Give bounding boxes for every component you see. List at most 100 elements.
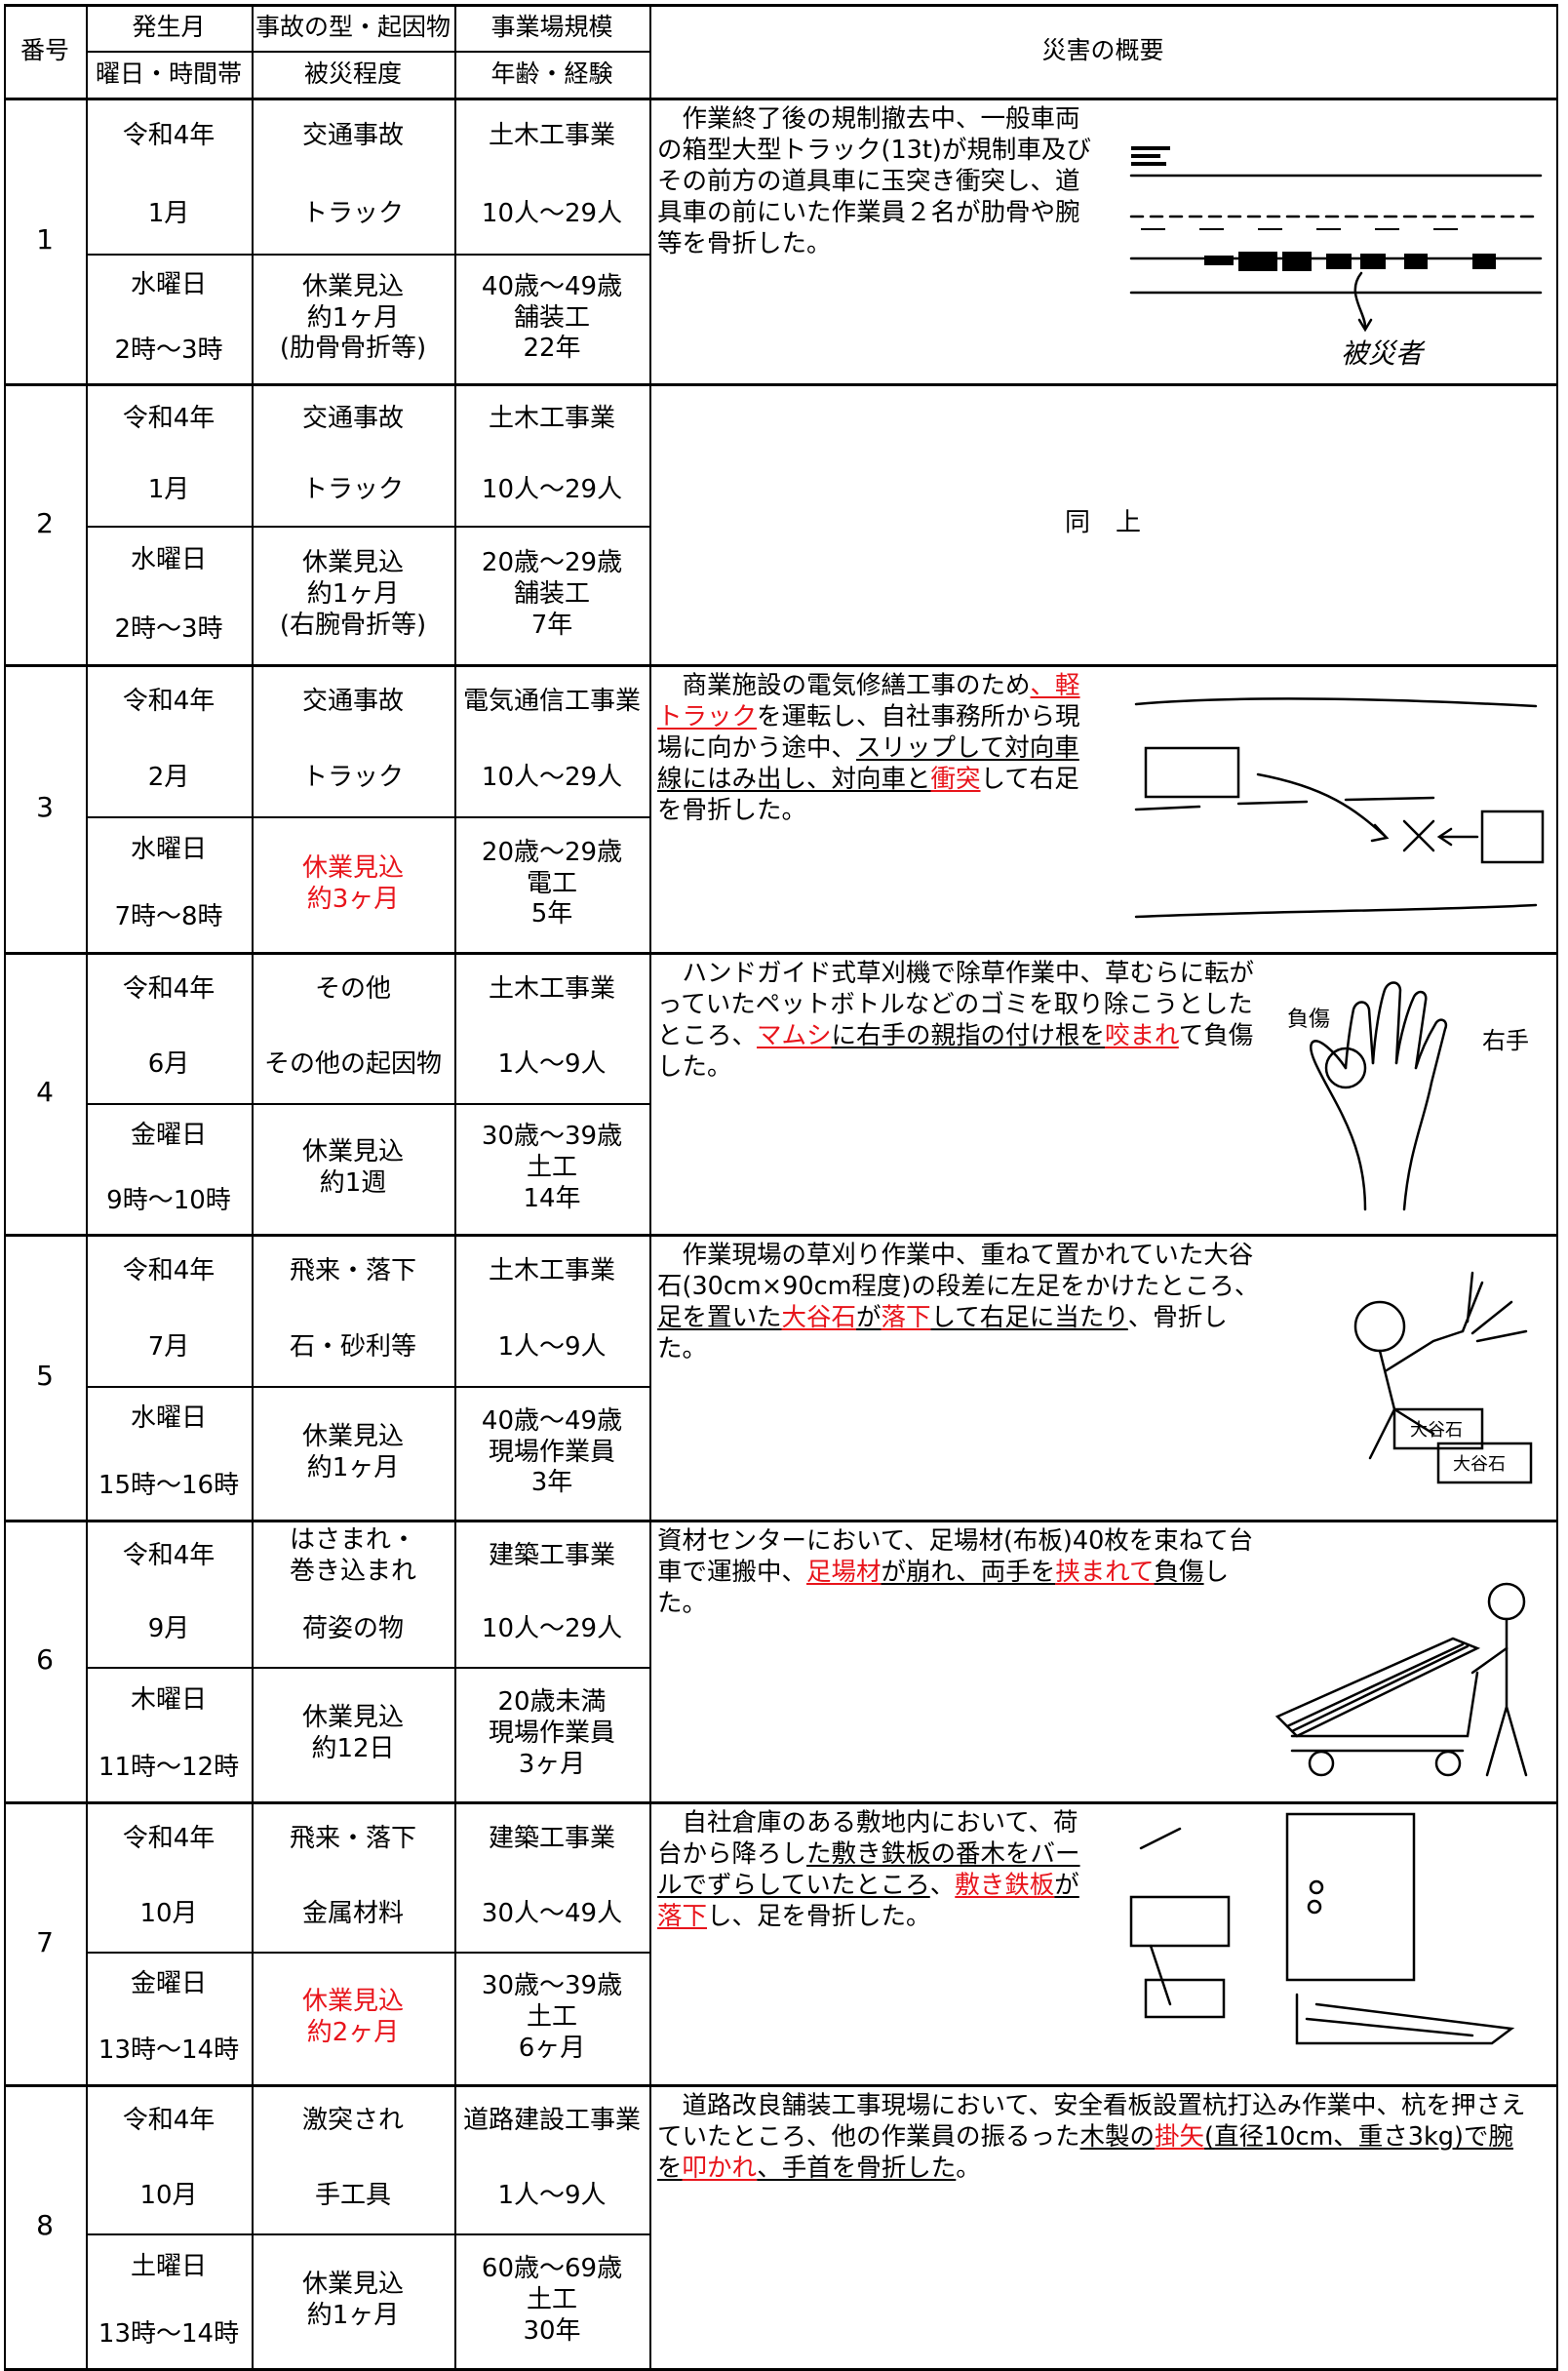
workplace-size: 10人～29人	[481, 199, 623, 229]
summary-segment: 道路改良舗装工事現場において、安全看板設置杭打込み作業中、杭を押さえていたところ…	[657, 2091, 1526, 2152]
header-scale: 事業場規模	[490, 12, 613, 41]
summary-segment: 挟まれて	[1055, 1558, 1155, 1587]
summary-segment: に右手の親指の付け根を	[831, 1021, 1106, 1050]
row-separator	[4, 952, 1556, 955]
summary-text: 作業終了後の規制撤去中、一般車両の箱型大型トラック(13t)が規制車及びその前方…	[657, 103, 1101, 259]
worker-age-experience: 60歳～69歳 土工 30年	[481, 2254, 623, 2346]
column-divider	[4, 4, 6, 2371]
occurrence-year: 令和4年	[122, 1823, 216, 1853]
summary-segment: 商業施設の電気修繕工事のため	[657, 671, 1031, 700]
occurrence-year: 令和4年	[122, 1256, 216, 1286]
accident-cause: 石・砂利等	[289, 1332, 416, 1363]
summary-segment: 、軽トラック	[657, 671, 1080, 731]
summary-text: 自社倉庫のある敷地内において、荷台から降ろした敷き鉄板の番木をバールでずらしてい…	[657, 1807, 1101, 1932]
occurrence-year: 令和4年	[122, 1540, 216, 1570]
occurrence-time: 15時～16時	[98, 1470, 240, 1500]
occurrence-weekday: 金曜日	[130, 1120, 207, 1150]
car-slip-collision-sketch	[1131, 694, 1545, 929]
summary-segment: 自社倉庫のある敷地内において、荷台から降ろし	[657, 1808, 1078, 1869]
occurrence-month: 1月	[147, 474, 190, 504]
summary-segment: 咬まれ	[1105, 1021, 1179, 1050]
accident-type: その他	[314, 973, 391, 1004]
column-divider	[454, 4, 456, 2371]
header-divider	[86, 51, 649, 53]
injury-severity: 休業見込 約1週	[301, 1137, 404, 1198]
summary-segment: が	[856, 1303, 882, 1332]
summary-segment: 叩かれ	[682, 2154, 758, 2183]
accident-cause: 手工具	[314, 2180, 391, 2210]
row-mid-divider	[86, 1103, 649, 1105]
row-mid-divider	[86, 2233, 649, 2235]
occurrence-time: 13時～14時	[98, 2318, 240, 2349]
row-number: 1	[36, 223, 54, 257]
summary-text: 道路改良舗装工事現場において、安全看板設置杭打込み作業中、杭を押さえていたところ…	[657, 2090, 1535, 2184]
summary-segment: 負傷	[1154, 1558, 1204, 1587]
workplace-size: 30人～49人	[481, 1898, 623, 1928]
worker-age-experience: 30歳～39歳 土工 14年	[481, 1122, 623, 1213]
injury-severity: 休業見込 約1ヶ月 (肋骨骨折等)	[279, 271, 427, 364]
header-month: 発生月	[132, 12, 206, 41]
accident-type: 交通事故	[301, 121, 404, 151]
workplace-size: 10人～29人	[481, 763, 623, 793]
summary-segment: 衝突	[930, 765, 981, 794]
summary-segment: して右足を骨折した。	[657, 765, 1079, 825]
occurrence-month: 10月	[139, 1898, 198, 1928]
summary-segment: 、骨折した。	[657, 1303, 1228, 1363]
injury-severity: 休業見込 約1ヶ月	[301, 1421, 404, 1482]
cart-collapse-sketch	[1268, 1580, 1550, 1790]
hand-bite-sketch: 負傷 右手	[1287, 975, 1550, 1219]
workplace-size: 10人～29人	[481, 1614, 623, 1644]
accident-summary: ハンドガイド式草刈機で除草作業中、草むらに転がっていたペットボトルなどのゴミを取…	[657, 958, 1272, 1083]
row-mid-divider	[86, 816, 649, 818]
occurrence-month: 2月	[147, 763, 190, 793]
industry-type: 土木工事業	[488, 403, 615, 433]
industry-type: 土木工事業	[488, 1256, 615, 1286]
occurrence-month: 7月	[147, 1332, 190, 1363]
row-separator	[4, 1520, 1556, 1522]
worker-age-experience: 20歳未満 現場作業員 3ヶ月	[488, 1687, 615, 1779]
occurrence-time: 9時～10時	[106, 1185, 231, 1215]
row-separator	[4, 1801, 1556, 1804]
summary-segment: ハンドガイド式草刈機で除草作業中、草むらに転がっていたペットボトルなどのゴミを取…	[657, 959, 1255, 1050]
summary-segment: 、手首を骨折した	[757, 2154, 957, 2183]
occurrence-weekday: 水曜日	[130, 834, 207, 864]
occurrence-month: 9月	[147, 1614, 190, 1644]
column-divider	[649, 4, 651, 2371]
row-number: 2	[36, 506, 54, 539]
row-separator	[4, 2084, 1556, 2087]
column-divider	[86, 4, 88, 2371]
occurrence-year: 令和4年	[122, 687, 216, 717]
accident-cause: トラック	[301, 199, 404, 229]
industry-type: 建築工事業	[488, 1823, 615, 1853]
header-bottom-line	[4, 98, 1556, 100]
sketch-label: 被災者	[1341, 337, 1426, 370]
injury-severity: 休業見込 約3ヶ月	[301, 852, 404, 914]
falling-stone-sketch: 大谷石 大谷石	[1326, 1263, 1546, 1507]
accident-cause: トラック	[301, 763, 404, 793]
header-no: 番号	[20, 35, 69, 64]
occurrence-month: 10月	[139, 2180, 198, 2210]
worker-age-experience: 30歳～39歳 土工 6ヶ月	[481, 1971, 623, 2063]
workplace-size: 1人～9人	[497, 1332, 607, 1363]
summary-text: 作業現場の草刈り作業中、重ねて置かれていた大谷石(30cm×90cm程度)の段差…	[657, 1240, 1272, 1364]
accident-summary: 商業施設の電気修繕工事のため、軽トラックを運転し、自社事務所から現場に向かう途中…	[657, 670, 1101, 826]
accident-cause: その他の起因物	[263, 1049, 442, 1080]
header-age-exp: 年齢・経験	[490, 59, 613, 88]
occurrence-time: 7時～8時	[114, 902, 223, 932]
accident-type: 激突され	[301, 2106, 404, 2136]
summary-text: ハンドガイド式草刈機で除草作業中、草むらに転がっていたペットボトルなどのゴミを取…	[657, 958, 1272, 1083]
workplace-size: 1人～9人	[497, 2180, 607, 2210]
summary-segment: 作業終了後の規制撤去中、一般車両の箱型大型トラック(13t)が規制車及びその前方…	[657, 104, 1091, 258]
injury-severity: 休業見込 約1ヶ月	[301, 2270, 404, 2330]
column-divider	[1556, 4, 1558, 2371]
summary-segment: て負傷した。	[657, 1021, 1254, 1082]
occurrence-weekday: 水曜日	[130, 270, 207, 300]
row-separator	[4, 2368, 1556, 2371]
sketch-label: 負傷	[1287, 1008, 1330, 1032]
sketch-label: 大谷石	[1410, 1420, 1463, 1441]
summary-segment: を運転し、自社事務所から現場に向かう途中、	[657, 702, 1080, 763]
workplace-size: 1人～9人	[497, 1049, 607, 1080]
occurrence-year: 令和4年	[122, 403, 216, 433]
row-number: 5	[36, 1360, 54, 1393]
